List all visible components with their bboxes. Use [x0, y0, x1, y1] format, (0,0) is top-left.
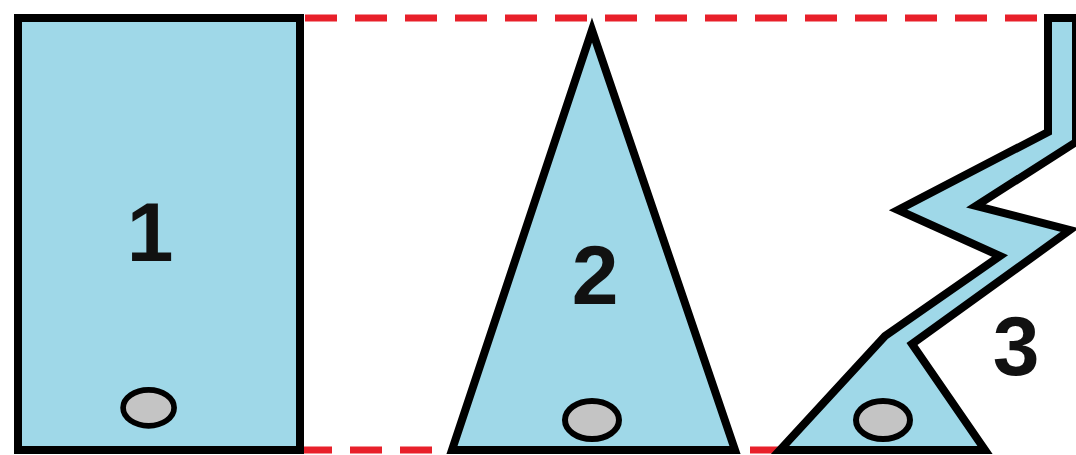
shape-number: 1 [127, 190, 174, 274]
shape-outline [770, 10, 1076, 455]
shape-number: 2 [572, 233, 619, 317]
zigzag-body: 3 [770, 10, 1076, 455]
triangle-body: 2 [445, 22, 745, 455]
top-dashed-line [305, 15, 1040, 22]
center-of-mass-dot [856, 401, 910, 439]
shape-outline [452, 30, 735, 450]
shape-number: 3 [993, 304, 1040, 388]
rectangle-body: 1 [14, 14, 304, 454]
shape-outline [780, 18, 1076, 450]
center-of-mass-dot [123, 390, 174, 426]
center-of-mass-dot [565, 401, 619, 439]
